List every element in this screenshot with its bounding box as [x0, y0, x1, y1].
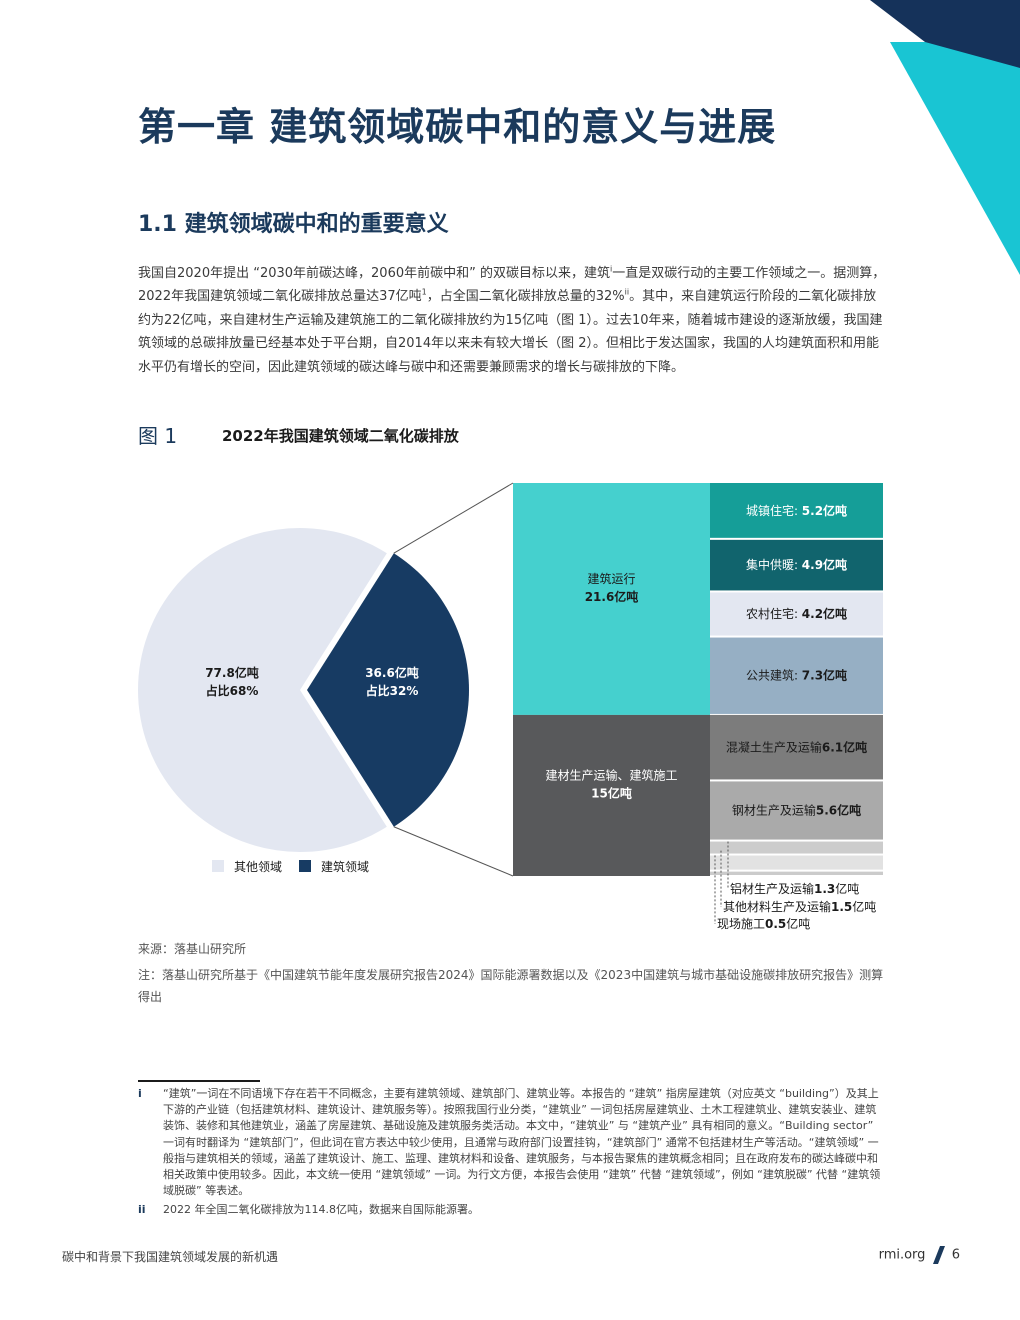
section-title: 1.1 建筑领域碳中和的重要意义 [138, 212, 449, 237]
pie-slice-building [307, 553, 469, 827]
intro-text-1: 我国自2020年提出 “2030年前碳达峰，2060年前碳中和” 的双碳目标以来… [138, 266, 610, 281]
pie-label-building-value: 36.6亿吨 [365, 665, 419, 680]
group-label-value: 21.6亿吨 [585, 589, 639, 604]
intro-footnote-ref-i[interactable]: i [610, 264, 613, 274]
pie-label-building-share: 占比32% [366, 683, 419, 698]
item-label: 城镇住宅: 5.2亿吨 [746, 503, 847, 518]
item-label-value: 7.3亿吨 [802, 668, 847, 683]
item-label-name: 集中供暖: [746, 557, 802, 572]
footnote-marker: ii [138, 1203, 146, 1216]
page-number: 6 [951, 1247, 960, 1263]
group-label-name: 建材生产运输、建筑施工 [545, 767, 677, 782]
corner-navy-triangle [870, 0, 1020, 68]
item-label-value: 6.1亿吨 [822, 740, 867, 755]
footer-site-link[interactable]: rmi.org [878, 1247, 926, 1263]
item-label-value: 4.2亿吨 [802, 606, 847, 621]
item-block [710, 871, 883, 875]
item-block [710, 637, 883, 714]
item-block [710, 841, 883, 854]
footer-page-info: rmi.org 6 [879, 1246, 960, 1264]
intro-text-2: 一直是双碳行动的主要工作领域之一。据测算，2022年我国建筑领域二氧化碳排放总量… [138, 266, 886, 305]
item-label-value: 5.2亿吨 [802, 503, 847, 518]
item-label: 混凝土生产及运输6.1亿吨 [726, 740, 867, 755]
intro-text-3: ，占全国二氧化碳排放总量的32% [426, 289, 625, 305]
callout-label: 铝材生产及运输1.3亿吨 [730, 881, 859, 896]
callout-label-name: 铝材生产及运输 [730, 881, 814, 896]
callout-label-value: 1.5 [831, 900, 852, 914]
note-line: 注：落基山研究所基于《中国建筑节能年度发展研究报告2024》国际能源署数据以及《… [138, 968, 884, 1004]
item-label: 农村住宅: 4.2亿吨 [746, 606, 847, 621]
callout-label: 现场施工0.5亿吨 [717, 916, 810, 931]
item-block [710, 781, 883, 840]
intro-paragraph: 我国自2020年提出 “2030年前碳达峰，2060年前碳中和” 的双碳目标以来… [138, 262, 886, 379]
callout-label-unit: 亿吨 [835, 881, 859, 896]
intro-footnote-ref-1[interactable]: 1 [421, 288, 427, 298]
item-label-value: 5.6亿吨 [816, 803, 861, 818]
item-label: 公共建筑: 7.3亿吨 [746, 668, 847, 683]
pie-slice-other [137, 527, 387, 852]
figure-label: 图 1 [138, 424, 178, 448]
item-block [710, 539, 883, 591]
callout-label-value: 1.3 [814, 882, 835, 896]
footnote-text: 2022 年全国二氧化碳排放为114.8亿吨，数据来自国际能源署。 [163, 1203, 479, 1216]
connector-line-bottom [393, 826, 514, 877]
item-label: 钢材生产及运输5.6亿吨 [732, 803, 861, 818]
item-label: 集中供暖: 4.9亿吨 [746, 557, 847, 572]
footnote-rule [138, 1080, 260, 1082]
item-block [710, 592, 883, 636]
item-label-name: 农村住宅: [746, 606, 802, 621]
footnote-text: “建筑”一词在不同语境下存在若干不同概念，主要有建筑领域、建筑部门、建筑业等。本… [163, 1087, 881, 1198]
item-label-name: 公共建筑: [746, 668, 802, 683]
source-line: 来源：落基山研究所 [138, 942, 247, 956]
pie-label-other-value: 77.8亿吨 [205, 665, 259, 680]
callout-label-unit: 亿吨 [852, 899, 876, 914]
pie-label-other-share: 占比68% [206, 683, 259, 698]
group-label-name: 建筑运行 [587, 571, 635, 586]
group-label-value: 15亿吨 [591, 785, 632, 800]
legend-label: 建筑领域 [321, 859, 369, 874]
footnote-ii: ii 2022 年全国二氧化碳排放为114.8亿吨，数据来自国际能源署。 [138, 1202, 883, 1218]
item-block [710, 714, 883, 780]
connector-line-top [393, 482, 514, 554]
group-block [513, 483, 710, 715]
legend-swatch [212, 860, 224, 872]
footer-report-title: 碳中和背景下我国建筑领域发展的新机遇 [62, 1250, 279, 1264]
intro-text-4: 。其中，来自建筑运行阶段的二氧化碳排放约为22亿吨，来自建材生产运输及建筑施工的… [138, 289, 883, 375]
footnote-marker: i [138, 1087, 142, 1100]
legend-label: 其他领域 [234, 860, 282, 874]
chapter-title: 第一章 建筑领域碳中和的意义与进展 [138, 105, 777, 149]
footnote-i: i “建筑”一词在不同语境下存在若干不同概念，主要有建筑领域、建筑部门、建筑业等… [138, 1086, 883, 1199]
callout-label-unit: 亿吨 [786, 916, 810, 931]
legend-swatch [299, 860, 311, 872]
item-block [710, 855, 883, 870]
item-label-name: 混凝土生产及运输 [726, 740, 822, 755]
figure-title: 2022年我国建筑领域二氧化碳排放 [222, 427, 459, 445]
callout-label: 其他材料生产及运输1.5亿吨 [723, 899, 876, 914]
intro-footnote-ref-ii[interactable]: ii [624, 288, 630, 298]
item-block [710, 483, 883, 538]
callout-label-value: 0.5 [765, 917, 786, 931]
corner-decoration [870, 0, 1020, 275]
group-block [513, 714, 710, 876]
item-label-name: 城镇住宅: [746, 503, 802, 518]
callout-label-name: 现场施工 [717, 917, 765, 931]
callout-label-name: 其他材料生产及运输 [723, 899, 831, 914]
corner-teal-stripe [890, 42, 1020, 275]
item-label-name: 钢材生产及运输 [732, 803, 816, 818]
slash-icon [932, 1246, 945, 1264]
item-label-value: 4.9亿吨 [802, 557, 847, 572]
